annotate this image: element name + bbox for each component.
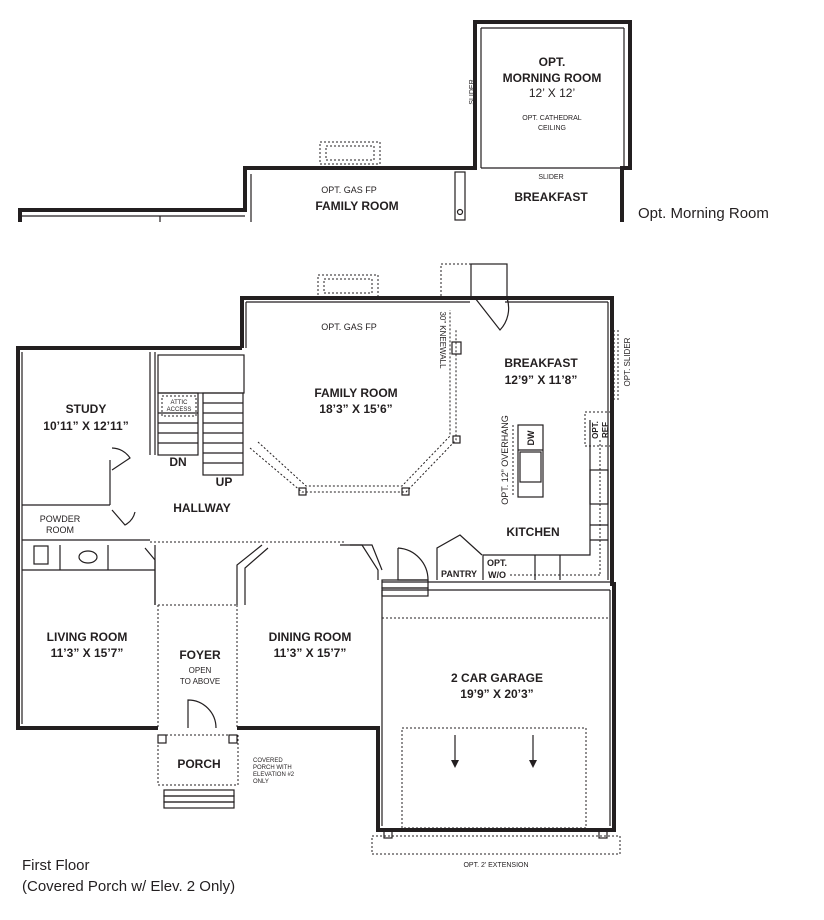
- plan-label: FOYER: [179, 648, 221, 662]
- plan-label: OPT. CATHEDRAL: [522, 115, 581, 122]
- plan-label: KITCHEN: [506, 525, 559, 539]
- first-floor-subcaption: (Covered Porch w/ Elev. 2 Only): [22, 878, 236, 895]
- plan-label: TO ABOVE: [180, 677, 220, 686]
- cooktop-icon: [589, 469, 609, 505]
- plan-label: 11’3” X 15’7”: [274, 646, 347, 660]
- plan-label: 10’11” X 12’11”: [43, 419, 128, 433]
- porch: [157, 734, 239, 809]
- plan-label: 2 CAR GARAGE: [451, 671, 543, 685]
- plan-label: OPEN: [189, 666, 212, 675]
- plan-label: 18’3” X 15’6”: [319, 402, 392, 416]
- first-floor-caption: First Floor: [22, 857, 90, 874]
- plan-label: 12’9” X 11’8”: [505, 373, 578, 387]
- plan-label: DN: [169, 455, 186, 469]
- plan-label: OPT.: [591, 421, 600, 439]
- plan-label: OPT. GAS FP: [321, 185, 377, 195]
- staircase: [157, 392, 244, 476]
- sink-icon: [78, 550, 98, 564]
- plan-label: ACCESS: [167, 407, 192, 413]
- plan-label: DW: [526, 430, 536, 445]
- front-door: [187, 699, 217, 729]
- plan-label: ELEVATION #2: [253, 772, 295, 778]
- plan-label: FAMILY ROOM: [315, 199, 398, 213]
- first-floor-plan: STUDY 10’11” X 12’11” FAMILY ROOM 18’3” …: [16, 263, 632, 869]
- plan-label: SLIDER: [469, 79, 476, 104]
- toilet-icon: [33, 545, 49, 565]
- plan-label: CEILING: [538, 125, 566, 132]
- plan-label: PORCH: [177, 757, 220, 771]
- kitchen-island: [512, 424, 544, 498]
- gas-fireplace-icon: [317, 274, 379, 298]
- plan-label: MORNING ROOM: [503, 71, 602, 85]
- plan-label: OPT. 12” OVERHANG: [500, 415, 510, 505]
- plan-label: COVERED: [253, 758, 283, 764]
- plan-label: ROOM: [46, 525, 74, 535]
- plan-label: ATTIC: [171, 400, 189, 406]
- plan-label: BREAKFAST: [504, 356, 578, 370]
- plan-label: POWDER: [40, 514, 81, 524]
- plan-label: 11’3” X 15’7”: [51, 646, 124, 660]
- plan-label: W/O: [488, 570, 506, 580]
- option-morning-room-plan: SLIDER SLIDER OPT. MORNING ROOM 12’ X 12…: [18, 20, 632, 222]
- plan-label: BREAKFAST: [514, 190, 588, 204]
- option-plan-caption: Opt. Morning Room: [638, 205, 769, 222]
- plan-label: REF: [601, 422, 610, 438]
- plan-label: ONLY: [253, 779, 269, 785]
- plan-label: 19’9” X 20’3”: [460, 687, 533, 701]
- plan-label: LIVING ROOM: [47, 630, 128, 644]
- plan-label: SLIDER: [538, 174, 563, 181]
- plan-label: OPT. GAS FP: [321, 322, 377, 332]
- plan-label: 12’ X 12’: [529, 86, 575, 100]
- plan-label: STUDY: [66, 402, 107, 416]
- plan-label: OPT. 2’ EXTENSION: [463, 862, 528, 869]
- plan-label: 30” KNEEWALL: [438, 311, 447, 369]
- plan-label: FAMILY ROOM: [314, 386, 397, 400]
- plan-label: OPT. SLIDER: [623, 337, 632, 386]
- plan-label: OPT.: [487, 558, 507, 568]
- plan-label: DINING ROOM: [269, 630, 352, 644]
- plan-label: PANTRY: [441, 569, 477, 579]
- plan-label: PORCH WITH: [253, 765, 292, 771]
- gas-fireplace-icon: [319, 141, 381, 165]
- plan-label: OPT.: [539, 55, 566, 69]
- plan-label: UP: [216, 475, 233, 489]
- plan-label: HALLWAY: [173, 501, 231, 515]
